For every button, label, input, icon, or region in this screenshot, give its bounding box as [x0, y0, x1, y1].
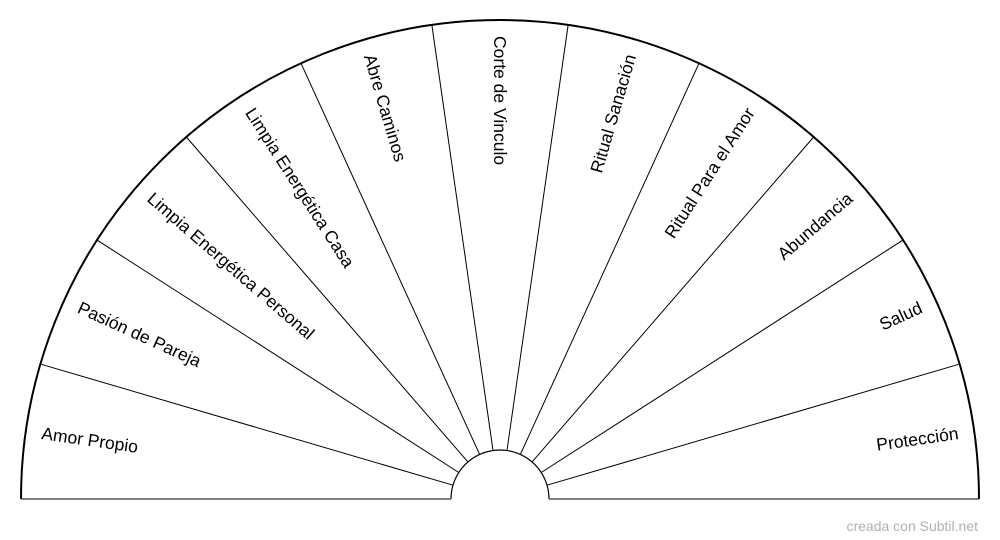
sector-divider — [531, 136, 815, 463]
sector-label: Corte de Vinculo — [490, 36, 510, 165]
sector-label: Ritual Para el Amor — [660, 104, 758, 242]
sector-label: Salud — [876, 298, 925, 335]
sector-divider — [546, 363, 960, 486]
sector-divider — [40, 363, 454, 486]
sector-label: Limpia Energética Casa — [241, 104, 358, 271]
sector-label: Abundancia — [773, 188, 856, 264]
sector-divider — [540, 239, 904, 473]
sector-label: Protección — [875, 423, 960, 455]
sector-divider — [519, 63, 700, 455]
outer-arc — [20, 19, 980, 500]
sector-label: Pasión de Pareja — [75, 298, 205, 372]
footer-credit: creada con Subtil.net — [846, 518, 978, 534]
sector-divider — [506, 24, 569, 451]
sector-divider — [96, 239, 460, 473]
sector-label: Ritual Sanación — [586, 52, 640, 175]
sector-label: Abre Caminos — [360, 52, 410, 164]
sector-divider — [300, 63, 481, 455]
sector-divider — [431, 24, 494, 451]
sector-divider — [185, 136, 469, 463]
sector-label: Limpia Energética Personal — [144, 188, 319, 343]
sector-label: Amor Propio — [40, 423, 139, 457]
inner-arc — [450, 449, 550, 500]
